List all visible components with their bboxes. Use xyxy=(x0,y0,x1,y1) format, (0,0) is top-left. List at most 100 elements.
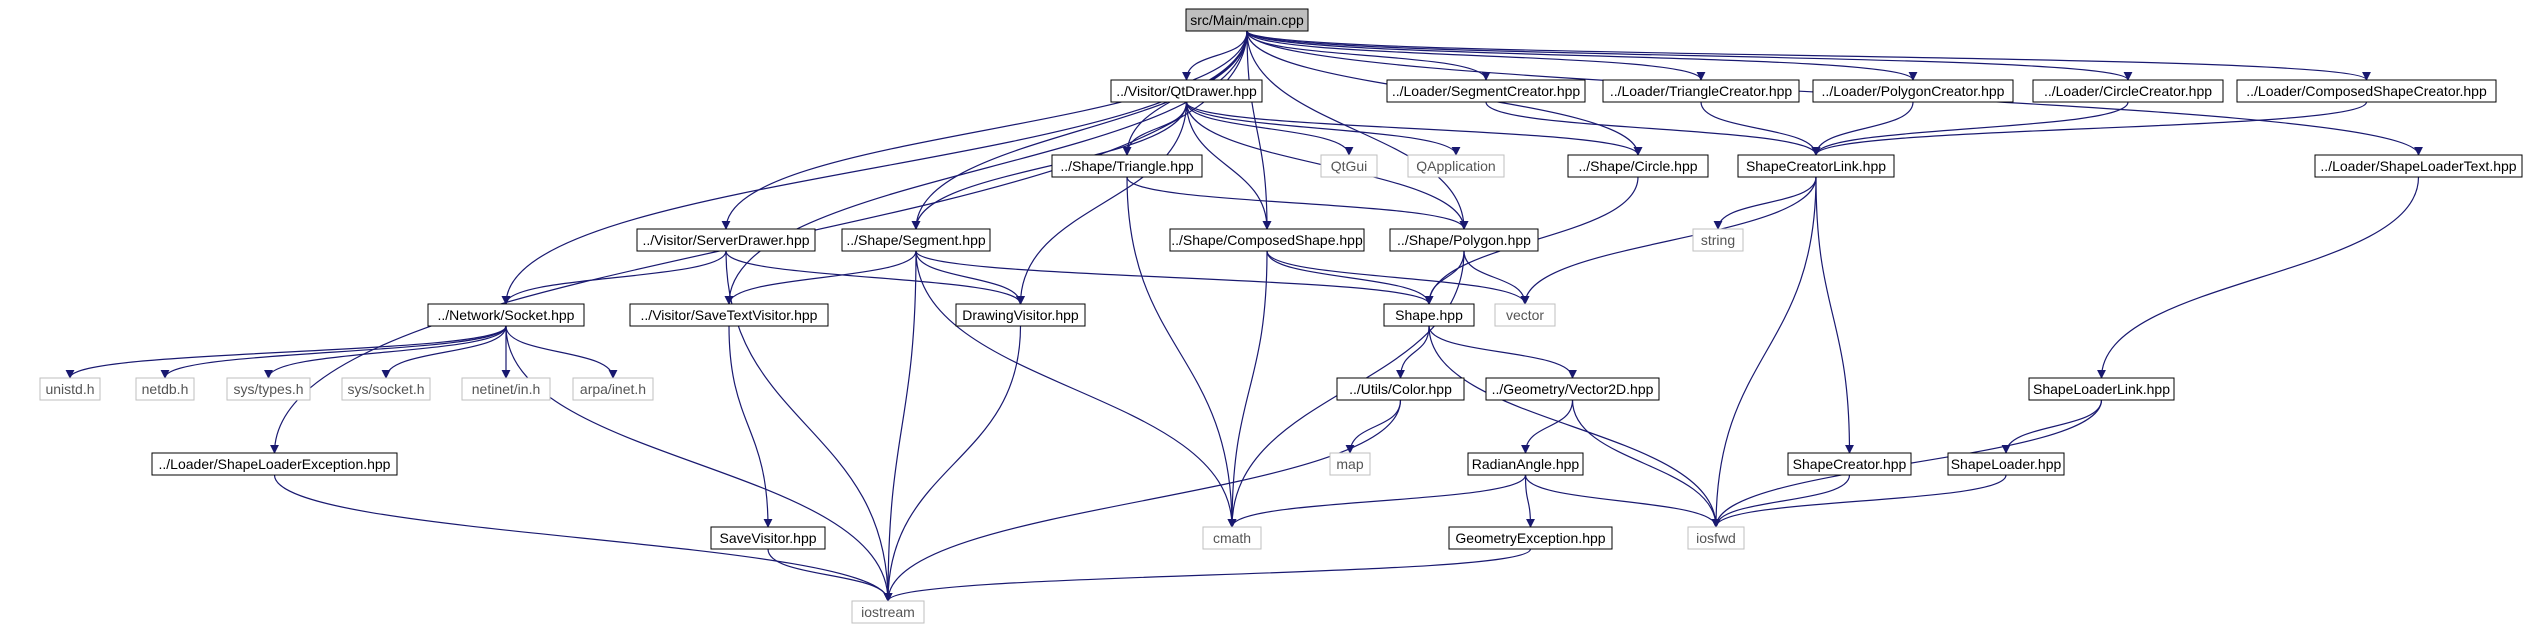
edge-main-to-composed xyxy=(1246,30,1272,230)
node-circle[interactable]: ../Shape/Circle.hpp xyxy=(1567,154,1709,178)
edge-shapeloader-to-iosfwd xyxy=(1711,474,2007,528)
node-label: ../Shape/Segment.hpp xyxy=(846,232,986,248)
node-label: DrawingVisitor.hpp xyxy=(962,307,1079,323)
edge-qtdrawer-to-composed xyxy=(1185,101,1272,230)
edge-vector2d-to-radian xyxy=(1521,399,1574,454)
node-radian[interactable]: RadianAngle.hpp xyxy=(1467,452,1584,476)
edge-savevisitor-to-iostream xyxy=(767,548,893,602)
node-label: cmath xyxy=(1213,530,1251,546)
edge-radian-to-geomexc xyxy=(1524,474,1535,528)
node-composed[interactable]: ../Shape/ComposedShape.hpp xyxy=(1169,228,1365,252)
node-label: ../Loader/ComposedShapeCreator.hpp xyxy=(2246,83,2487,99)
node-loaderlink[interactable]: ShapeLoaderLink.hpp xyxy=(2028,377,2175,401)
node-label: iostream xyxy=(861,604,915,620)
node-label: QApplication xyxy=(1416,158,1495,174)
edge-creatorlink-to-string xyxy=(1713,176,1817,230)
edge-socket-to-syssocket xyxy=(381,325,507,379)
node-box xyxy=(1947,452,2065,476)
node-box xyxy=(461,377,551,401)
node-netinet: netinet/in.h xyxy=(461,377,551,401)
node-qapp: QApplication xyxy=(1407,154,1505,178)
node-savevisitor[interactable]: SaveVisitor.hpp xyxy=(710,526,826,550)
node-label: ../Geometry/Vector2D.hpp xyxy=(1492,381,1654,397)
node-box xyxy=(629,303,829,327)
node-box xyxy=(39,377,101,401)
node-map: map xyxy=(1329,452,1371,476)
node-box xyxy=(341,377,431,401)
node-compcreator[interactable]: ../Loader/ComposedShapeCreator.hpp xyxy=(2236,79,2497,103)
edge-qtdrawer-to-drawingvisitor xyxy=(1016,101,1188,305)
node-box xyxy=(636,228,816,252)
node-box xyxy=(427,303,585,327)
node-box xyxy=(1389,228,1539,252)
node-loaderexc[interactable]: ../Loader/ShapeLoaderException.hpp xyxy=(151,452,398,476)
node-label: ../Loader/PolygonCreator.hpp xyxy=(1822,83,2005,99)
edge-triangle-to-cmath xyxy=(1126,176,1237,528)
edge-main-to-segcreator xyxy=(1246,30,1491,81)
node-loadertext[interactable]: ../Loader/ShapeLoaderText.hpp xyxy=(2314,154,2523,178)
node-qtdrawer[interactable]: ../Visitor/QtDrawer.hpp xyxy=(1110,79,1263,103)
node-label: ../Shape/Polygon.hpp xyxy=(1397,232,1531,248)
edge-segment-to-savetext xyxy=(724,250,917,305)
node-box xyxy=(226,377,311,401)
edge-qtdrawer-to-qapp xyxy=(1185,101,1461,156)
node-cmath: cmath xyxy=(1202,526,1262,550)
node-label: ../Visitor/QtDrawer.hpp xyxy=(1116,83,1257,99)
node-shapeloader[interactable]: ShapeLoader.hpp xyxy=(1947,452,2065,476)
edge-shapecreator-to-iosfwd xyxy=(1711,474,1851,528)
node-box xyxy=(151,452,398,476)
edge-radian-to-iosfwd xyxy=(1524,474,1721,528)
edge-shape-to-vector2d xyxy=(1428,325,1577,379)
node-shapecreator[interactable]: ShapeCreator.hpp xyxy=(1787,452,1912,476)
node-box xyxy=(1386,79,1586,103)
edge-segment-to-iostream xyxy=(883,250,917,602)
edge-color-to-iostream xyxy=(883,399,1402,602)
node-circcreator[interactable]: ../Loader/CircleCreator.hpp xyxy=(2032,79,2224,103)
edge-creatorlink-to-shapecreator xyxy=(1815,176,1854,454)
edge-polygon-to-shape xyxy=(1424,250,1465,305)
edge-main-to-qtdrawer xyxy=(1182,30,1248,81)
node-box xyxy=(841,228,991,252)
node-box xyxy=(1787,452,1912,476)
node-label: ../Loader/CircleCreator.hpp xyxy=(2044,83,2212,99)
edge-qtdrawer-to-segment xyxy=(911,101,1188,230)
edge-main-to-compcreator xyxy=(1246,30,2371,81)
node-shape[interactable]: Shape.hpp xyxy=(1383,303,1475,327)
node-box xyxy=(1185,8,1309,32)
node-savetext[interactable]: ../Visitor/SaveTextVisitor.hpp xyxy=(629,303,829,327)
edge-polycreator-to-creatorlink xyxy=(1811,101,1914,156)
edge-tricreator-to-creatorlink xyxy=(1700,101,1821,156)
edge-loaderexc-to-iostream xyxy=(273,474,893,602)
node-label: unistd.h xyxy=(45,381,94,397)
node-box xyxy=(1567,154,1709,178)
node-label: ../Shape/ComposedShape.hpp xyxy=(1171,232,1363,248)
node-unistd: unistd.h xyxy=(39,377,101,401)
node-segcreator[interactable]: ../Loader/SegmentCreator.hpp xyxy=(1386,79,1586,103)
node-label: src/Main/main.cpp xyxy=(1190,12,1304,28)
node-triangle[interactable]: ../Shape/Triangle.hpp xyxy=(1051,154,1203,178)
node-label: ShapeCreatorLink.hpp xyxy=(1746,158,1886,174)
node-label: vector xyxy=(1506,307,1544,323)
edge-segcreator-to-creatorlink xyxy=(1485,101,1821,156)
node-iosfwd: iosfwd xyxy=(1687,526,1745,550)
node-drawingvisitor[interactable]: DrawingVisitor.hpp xyxy=(955,303,1086,327)
node-qtgui: QtGui xyxy=(1320,154,1378,178)
node-socket[interactable]: ../Network/Socket.hpp xyxy=(427,303,585,327)
node-label: map xyxy=(1336,456,1363,472)
node-serverdrawer[interactable]: ../Visitor/ServerDrawer.hpp xyxy=(636,228,816,252)
node-color[interactable]: ../Utils/Color.hpp xyxy=(1336,377,1465,401)
node-box xyxy=(1110,79,1263,103)
edge-composed-to-cmath xyxy=(1227,250,1268,528)
node-label: ../Shape/Circle.hpp xyxy=(1578,158,1697,174)
node-creatorlink[interactable]: ShapeCreatorLink.hpp xyxy=(1737,154,1895,178)
node-vector2d[interactable]: ../Geometry/Vector2D.hpp xyxy=(1485,377,1660,401)
file-nodes: src/Main/main.cpp ../Visitor/QtDrawer.hpp… xyxy=(39,8,2523,624)
node-box xyxy=(1202,526,1262,550)
node-geomexc[interactable]: GeometryException.hpp xyxy=(1448,526,1613,550)
node-polygon[interactable]: ../Shape/Polygon.hpp xyxy=(1389,228,1539,252)
node-tricreator[interactable]: ../Loader/TriangleCreator.hpp xyxy=(1602,79,1800,103)
node-main[interactable]: src/Main/main.cpp xyxy=(1185,8,1309,32)
node-segment[interactable]: ../Shape/Segment.hpp xyxy=(841,228,991,252)
node-polycreator[interactable]: ../Loader/PolygonCreator.hpp xyxy=(1812,79,2014,103)
node-box xyxy=(1407,154,1505,178)
